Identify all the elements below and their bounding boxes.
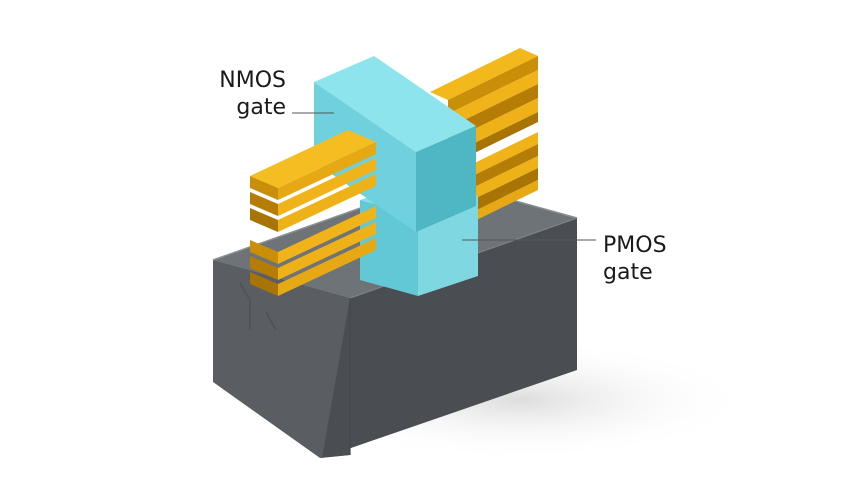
nmos-label-line2: gate xyxy=(236,95,286,120)
pmos-label-line1: PMOS xyxy=(603,233,667,258)
nmos-label-line1: NMOS xyxy=(219,68,286,93)
pmos-gate-label: PMOS gate xyxy=(603,232,667,286)
pmos-label-line2: gate xyxy=(603,260,653,285)
fin-stack-front xyxy=(250,130,376,296)
nmos-gate-label: NMOS gate xyxy=(196,67,286,121)
